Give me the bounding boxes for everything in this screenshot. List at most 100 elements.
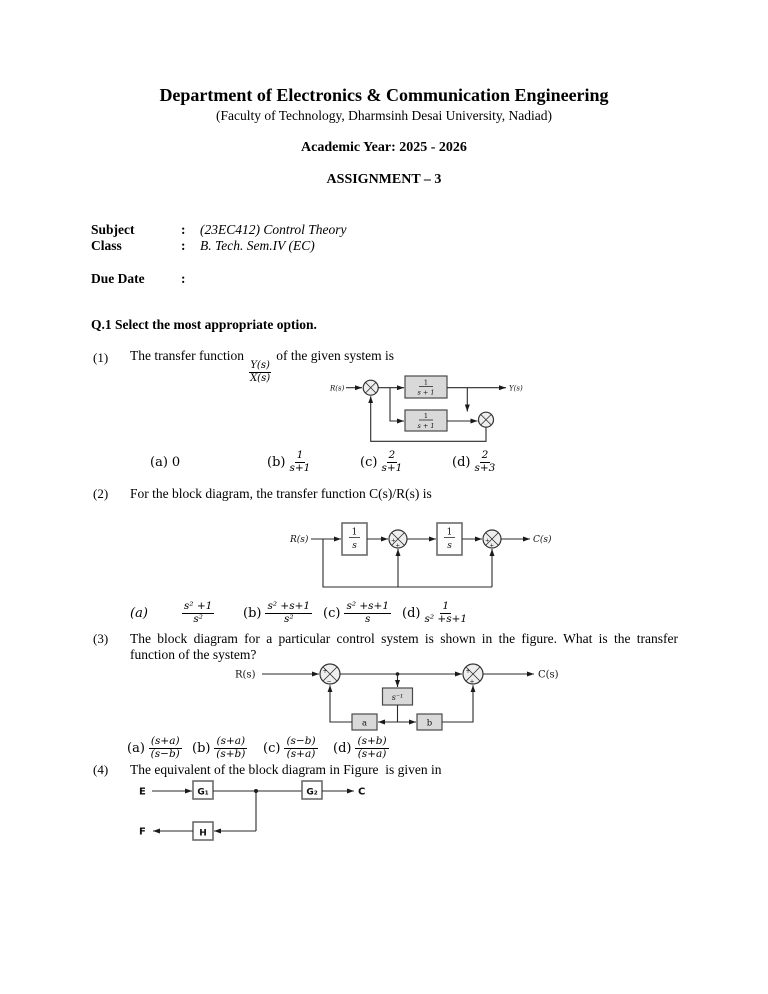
option-fraction: (s−b)(s+a) <box>284 734 318 760</box>
q3-option-b: (b) (s+a)(s+b) <box>192 733 248 763</box>
page-title: Department of Electronics & Communicatio… <box>159 85 609 105</box>
option-label: (c) <box>263 740 281 756</box>
svg-text:a: a <box>362 719 367 729</box>
question-4: (4) The equivalent of the block diagram … <box>0 762 768 782</box>
svg-text:1: 1 <box>447 528 453 538</box>
question-text: The equivalent of the block diagram in F… <box>130 762 442 777</box>
question-number: (1) <box>93 350 109 365</box>
diagram-output-label: C(s) <box>533 534 552 545</box>
summing-junction-icon: + + <box>482 529 502 549</box>
question-text: The block diagram for a particular contr… <box>130 631 678 663</box>
minus-sign: − <box>327 679 332 686</box>
option-label: (d) <box>452 454 471 470</box>
diagram-output-label: Y(s) <box>509 384 523 392</box>
summing-junction-icon <box>477 411 495 428</box>
option-label: (c) <box>323 605 341 621</box>
q1-text-before: The transfer function <box>130 348 244 363</box>
option-value: 0 <box>171 454 181 470</box>
svg-text:s + 1: s + 1 <box>417 389 434 397</box>
section-heading: Q.1 Select the most appropriate option. <box>91 317 317 332</box>
question-text: For the block diagram, the transfer func… <box>130 486 432 501</box>
q3-option-d: (d) (s+b)(s+a) <box>333 733 389 763</box>
colon: : <box>181 271 186 286</box>
gain-block-a: a <box>351 713 378 731</box>
q2-block-diagram: R(s) 1 s + + 1 s + + <box>289 522 552 588</box>
colon: : <box>181 222 186 237</box>
svg-text:G₁: G₁ <box>197 788 208 798</box>
svg-text:1: 1 <box>424 379 428 387</box>
svg-text:s + 1: s + 1 <box>417 422 434 430</box>
question-number: (2) <box>93 486 109 501</box>
option-label: (b) <box>243 605 262 621</box>
q1-inline-fraction: Y(s)X(s) <box>249 360 271 384</box>
diagram-output-label: C <box>358 787 365 798</box>
diagram-feedback-label: F <box>139 827 146 838</box>
option-label: (d) <box>333 740 352 756</box>
svg-text:1: 1 <box>352 528 358 538</box>
diagram-output-label: C(s) <box>538 670 559 681</box>
option-label: (c) <box>360 454 378 470</box>
option-fraction: (s+a)(s+b) <box>214 734 248 760</box>
integrator-block: s⁻¹ <box>381 687 414 706</box>
due-date-label: Due Date <box>91 271 145 286</box>
plus-sign: + <box>470 679 475 686</box>
assignment-title: ASSIGNMENT – 3 <box>326 172 442 187</box>
question-2: (2) For the block diagram, the transfer … <box>0 486 768 506</box>
subject-value: (23EC412) Control Theory <box>200 222 347 237</box>
question-text: The transfer function Y(s)X(s) of the gi… <box>130 348 394 384</box>
class-value: B. Tech. Sem.IV (EC) <box>200 238 315 253</box>
gain-block-b: b <box>416 713 443 731</box>
plus-sign: + <box>396 543 401 549</box>
svg-text:H: H <box>199 829 207 839</box>
question-number: (4) <box>93 762 109 777</box>
integrator-block: 1 s <box>341 522 368 556</box>
q3-option-a: (a) (s+a)(s−b) <box>127 733 182 763</box>
question-1: (1) The transfer function Y(s)X(s) of th… <box>0 348 768 384</box>
transfer-block-top: 1 s + 1 <box>404 375 448 399</box>
q1-text-after: of the given system is <box>276 348 394 363</box>
diagram-input-label: R(s) <box>235 670 256 681</box>
svg-text:G₂: G₂ <box>306 788 317 798</box>
q1-block-diagram: R(s) 1 s + 1 Y(s) 1 s + 1 <box>329 375 523 442</box>
question-number: (3) <box>93 631 109 646</box>
q1-option-a: (a) 0 <box>150 447 180 477</box>
q3-options: (a) (s+a)(s−b) (b) (s+a)(s+b) (c) (s−b)(… <box>0 733 768 763</box>
q3-block-diagram: R(s) + − + + C(s) s⁻¹ a <box>235 663 559 731</box>
option-fraction: (s+b)(s+a) <box>355 734 389 760</box>
diagram-input-label: E <box>139 787 146 798</box>
svg-text:s: s <box>352 541 357 551</box>
block-h: H <box>192 821 214 841</box>
summing-junction-icon: + + <box>462 663 484 686</box>
plus-sign: + <box>485 538 490 544</box>
option-label: (a) <box>127 740 145 756</box>
diagram-input-label: R(s) <box>329 384 345 392</box>
svg-text:s: s <box>447 541 452 551</box>
academic-year: Academic Year: 2025 - 2026 <box>301 140 467 155</box>
transfer-block-bottom: 1 s + 1 <box>404 409 448 432</box>
page-subtitle: (Faculty of Technology, Dharmsinh Desai … <box>216 108 552 123</box>
q4-block-diagram: E G₁ G₂ C H F <box>139 780 365 841</box>
colon: : <box>181 238 186 253</box>
block-g2: G₂ <box>301 780 323 800</box>
plus-sign: + <box>391 538 396 544</box>
plus-sign: + <box>490 543 495 549</box>
option-label: (a) <box>130 605 148 621</box>
summing-junction-icon: + + <box>388 529 408 549</box>
diagram-input-label: R(s) <box>289 534 309 545</box>
option-label: (d) <box>402 605 421 621</box>
svg-text:1: 1 <box>424 412 428 420</box>
q3-option-c: (c) (s−b)(s+a) <box>263 733 318 763</box>
integrator-block: 1 s <box>436 522 463 556</box>
